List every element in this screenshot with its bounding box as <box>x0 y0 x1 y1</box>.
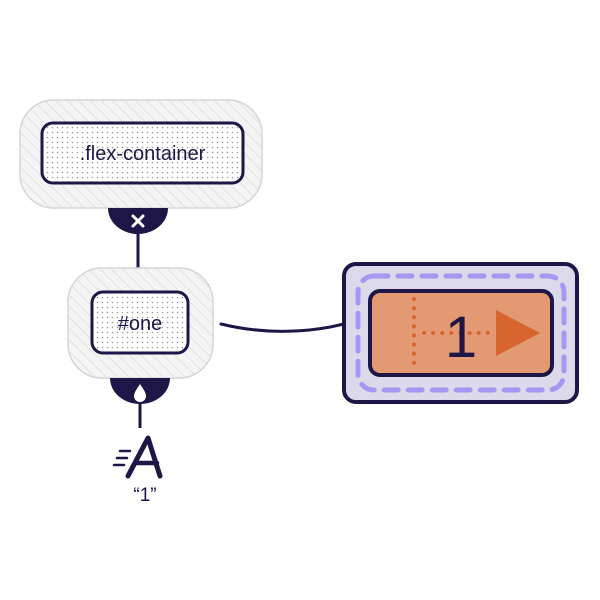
text-node[interactable]: “1” <box>112 435 163 506</box>
container-node-label-box <box>40 121 245 185</box>
text-style-icon <box>112 435 163 479</box>
child-node-label-box <box>90 290 190 355</box>
play-arrow-icon <box>496 310 540 356</box>
drop-icon <box>134 384 146 402</box>
child-node[interactable]: #one <box>67 267 214 379</box>
container-node[interactable]: .flex-container <box>19 99 263 209</box>
container-connector[interactable] <box>108 208 168 270</box>
child-node-label: #one <box>118 313 163 335</box>
preview-box[interactable]: 1 <box>342 262 579 404</box>
child-connector[interactable] <box>110 378 170 428</box>
container-node-label: .flex-container <box>80 143 206 165</box>
preview-digit: 1 <box>445 305 477 370</box>
preview-dashed-outline <box>355 273 567 393</box>
text-node-value: “1” <box>133 485 156 506</box>
preview-guides <box>412 297 492 370</box>
x-icon <box>131 214 145 228</box>
